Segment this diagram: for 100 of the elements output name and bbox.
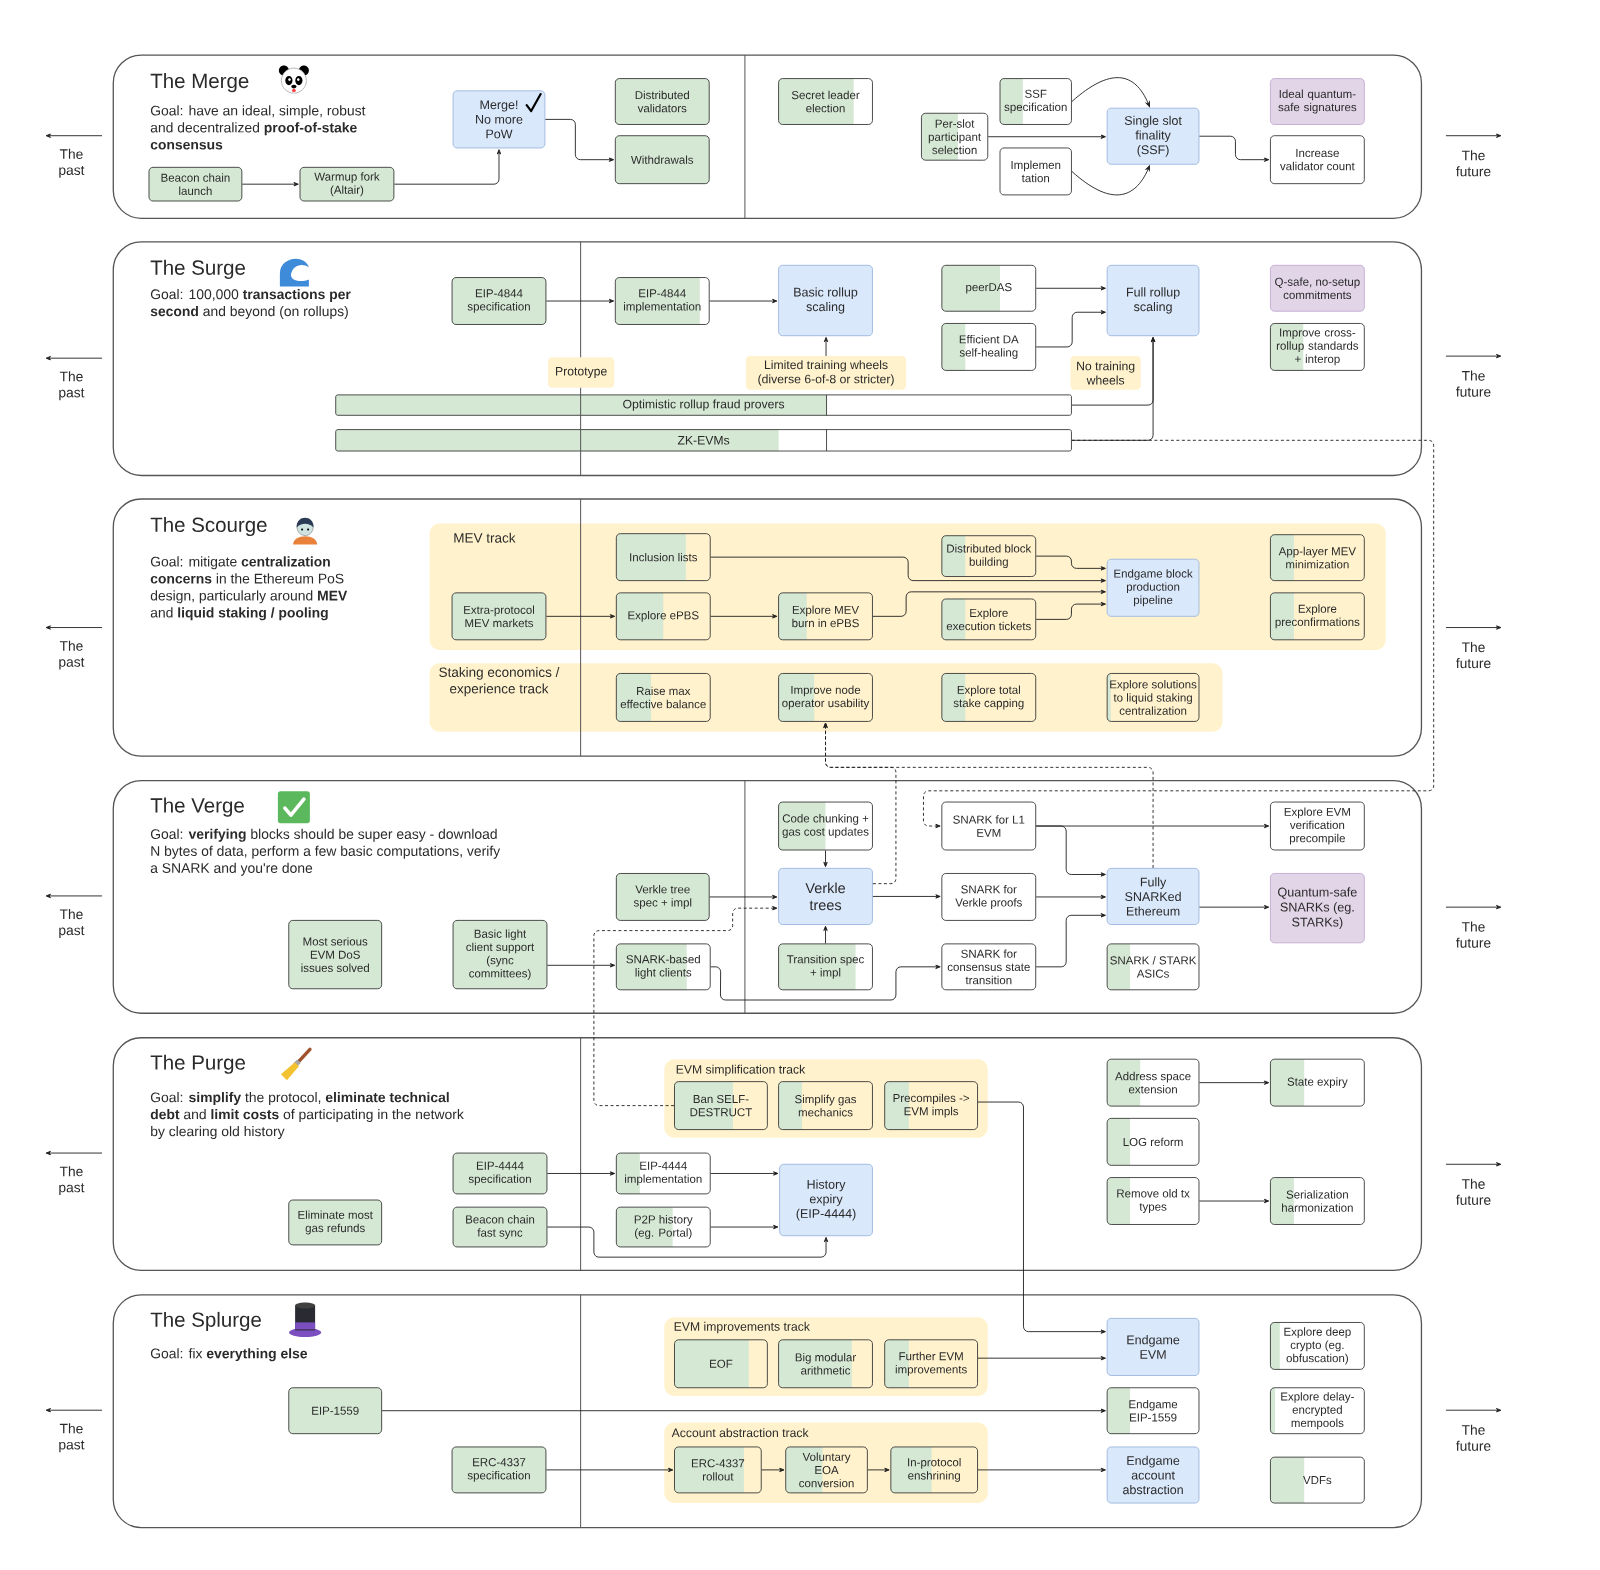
- milestone-box: ERC-4337 specification: [451, 1446, 547, 1494]
- milestone-box: Beacon chain launch: [148, 166, 243, 202]
- arrow: [987, 134, 1106, 139]
- arrow: [1071, 165, 1150, 196]
- milestone-box: Single slot finality (SSF): [1106, 107, 1200, 165]
- arrow: [823, 925, 828, 944]
- arrow: [1199, 1198, 1270, 1204]
- arrow: [1035, 601, 1106, 620]
- track-label: EVM improvements track: [674, 1321, 810, 1334]
- time-label: The past: [59, 371, 85, 401]
- milestone-box: Explore solutions to liquid staking centralization: [1106, 673, 1200, 722]
- milestone-box: Inclusion lists: [615, 533, 711, 582]
- milestone-box: SNARK-based light clients: [615, 943, 711, 991]
- time-label: The future: [1456, 370, 1491, 397]
- milestone-box: Address space extension: [1106, 1058, 1200, 1107]
- arrow: [867, 1467, 890, 1473]
- milestone-box: Efficient DA self-healing: [941, 323, 1037, 371]
- milestone-box: SNARK for consensus state transition: [941, 943, 1037, 991]
- milestone-box: Endgame block production pipeline: [1106, 558, 1200, 617]
- milestone-box: Endgame account abstraction: [1106, 1446, 1200, 1504]
- arrow: [545, 298, 615, 304]
- arrow: [710, 556, 1106, 583]
- arrow: [710, 1224, 779, 1230]
- time-label: The past: [59, 640, 85, 670]
- dashed-arrow: [593, 905, 778, 1107]
- milestone-box: P2P history (eg. Portal): [615, 1206, 711, 1248]
- milestone-box: State expiry: [1269, 1058, 1365, 1107]
- milestone-box: Verkle trees: [778, 867, 873, 925]
- goal-text: Goal: verifying blocks should be super easy - download N bytes of data, perform a few basic computations, verify a SNARK and you're done: [150, 828, 501, 876]
- milestone-box: Endgame EVM: [1106, 1317, 1200, 1376]
- milestone-box: Improve node operator usability: [778, 673, 873, 722]
- arrow: [1035, 913, 1106, 968]
- arrow: [709, 298, 778, 304]
- milestone-box: Quantum-safe SNARKs (eg. STARKs): [1269, 873, 1365, 944]
- milestone-box: Full rollup scaling: [1106, 264, 1200, 337]
- milestone-box: Per-slot participant selection: [921, 112, 989, 161]
- lane-title: The Surge: [150, 259, 245, 279]
- arrow: [823, 336, 829, 357]
- arrow: [710, 614, 778, 619]
- milestone-box: Explore deep crypto (eg. obfuscation): [1269, 1322, 1365, 1370]
- milestone-box: In-protocol enshrining: [890, 1446, 978, 1494]
- milestone-box: EIP-4444 implementation: [615, 1152, 711, 1195]
- arrow: [1035, 555, 1106, 571]
- milestone-box: Distributed validators: [614, 78, 710, 125]
- milestone-box: Withdrawals: [614, 135, 710, 185]
- milestone-box: Serialization harmonization: [1269, 1177, 1365, 1225]
- milestone-box: Eliminate most gas refunds: [288, 1199, 383, 1246]
- time-label: The future: [1456, 642, 1491, 669]
- milestone-box: Further EVM improvements: [884, 1339, 978, 1389]
- milestone-box: Ban SELF-DESTRUCT: [674, 1081, 768, 1131]
- milestone-box: EIP-4444 specification: [452, 1152, 548, 1195]
- goal-text: Goal: simplify the protocol, eliminate technical debt and limit costs of participating in the network by clearing old history: [150, 1092, 464, 1139]
- milestone-box: Explore delay-encrypted mempools: [1269, 1387, 1365, 1435]
- track-label: MEV track: [454, 532, 516, 543]
- milestone-box: ERC-4337 rollout: [674, 1446, 762, 1494]
- milestone-box: Big modular arithmetic: [778, 1339, 873, 1389]
- goal-text: Goal: 100,000 transactions per second and beyond (on rollups): [150, 289, 351, 319]
- lane-title: The Verge: [150, 797, 244, 817]
- arrow: [546, 963, 616, 968]
- arrow: [823, 850, 828, 868]
- dashed-arrow: [823, 722, 1154, 869]
- milestone-box: Implemen tation: [999, 147, 1072, 196]
- goal-text: Goal: fix everything else: [150, 1348, 308, 1362]
- milestone-box: LOG reform: [1106, 1117, 1200, 1166]
- milestone-box: Most serious EVM DoS issues solved: [288, 919, 383, 990]
- arrow: [977, 1101, 1106, 1334]
- arrow: [1071, 77, 1150, 107]
- lane-title: The Merge: [150, 73, 249, 93]
- milestone-box: Voluntary EOA conversion: [785, 1446, 868, 1494]
- goal-text: Goal: mitigate centralization concerns in the Ethereum PoS design, particularly around MEV and liquid staking / pooling: [150, 556, 348, 621]
- arrow: [761, 1467, 785, 1473]
- time-label: The past: [59, 148, 85, 178]
- milestone-box: VDFs: [1269, 1456, 1365, 1504]
- progress-bar: Optimistic rollup fraud provers: [335, 394, 1072, 416]
- milestone-box: Improve cross-rollup standards + interop: [1269, 323, 1365, 371]
- arrow: [1035, 825, 1106, 877]
- milestone-box: Warmup fork (Altair): [299, 166, 395, 202]
- milestone-box: SNARK for Verkle proofs: [941, 873, 1037, 921]
- arrow: [709, 894, 778, 900]
- arrow: [393, 149, 502, 185]
- arrow: [1035, 894, 1106, 900]
- milestone-box: Code chunking + gas cost updates: [778, 801, 873, 851]
- milestone-box: Secret leader election: [778, 78, 873, 125]
- milestone-box: Merge! No more PoW: [452, 90, 546, 149]
- arrow: [1199, 1080, 1270, 1085]
- arrow: [1035, 310, 1106, 348]
- milestone-box: Beacon chain fast sync: [452, 1206, 548, 1248]
- milestone-box: Fully SNARKed Ethereum: [1106, 867, 1200, 925]
- time-label: The past: [59, 1166, 85, 1196]
- lane-title: The Scourge: [150, 517, 267, 537]
- milestone-box: Ideal quantum-safe signatures: [1269, 78, 1365, 125]
- arrow: [545, 614, 616, 619]
- arrow: [381, 1408, 1106, 1413]
- arrow: [977, 1356, 1106, 1361]
- milestone-box: Increase validator count: [1269, 135, 1365, 185]
- arrow: [872, 589, 1106, 617]
- lane-title: The Purge: [150, 1054, 245, 1074]
- milestone-box: Simplify gas mechanics: [778, 1081, 873, 1131]
- milestone-box: EOF: [674, 1339, 768, 1389]
- arrow: [544, 118, 615, 162]
